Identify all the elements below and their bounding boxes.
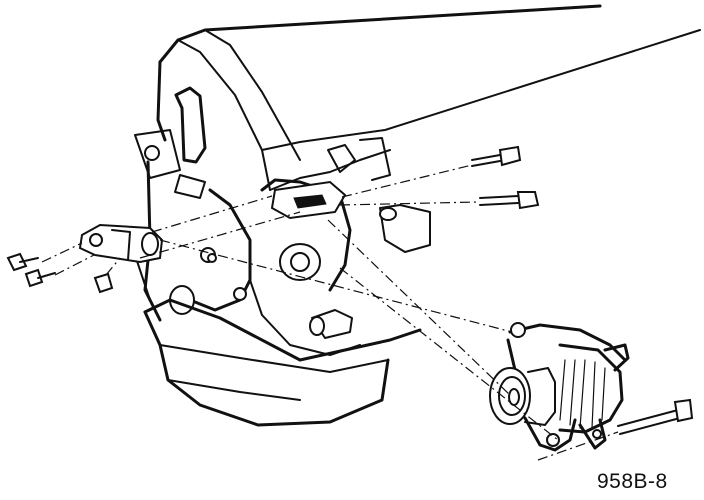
mounting-bracket-illustration xyxy=(78,223,164,264)
engine-block-illustration xyxy=(134,4,701,427)
bolt-illustration xyxy=(6,145,694,435)
alternator-illustration xyxy=(489,322,630,452)
alignment-lines xyxy=(41,164,619,461)
figure-code-label: 958B-8 xyxy=(597,470,668,493)
